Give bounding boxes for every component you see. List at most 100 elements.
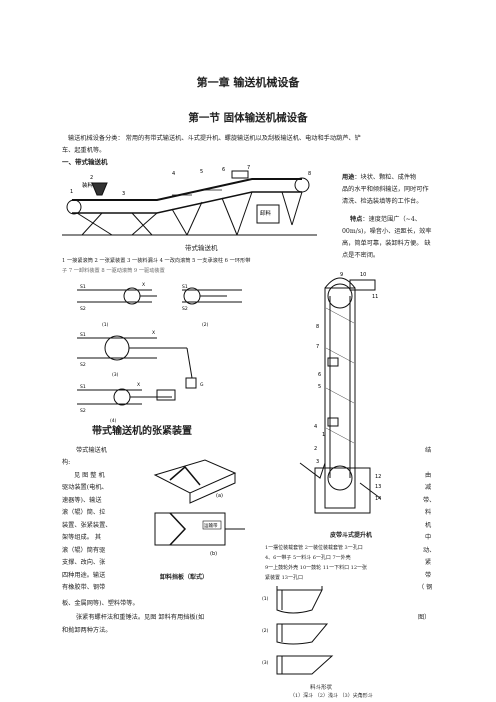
tension-label-3: (3) [112, 372, 119, 378]
scraper-label-belt: 运输带 [204, 522, 218, 529]
usage-line-3: 清洗、检选装填等的工作台。 [342, 198, 423, 205]
features-line-4: 点是不密闭。 [342, 252, 380, 259]
elevator-num-12: 12 [375, 474, 381, 480]
belt-num-1: 1 [70, 189, 73, 195]
structure-last-line: 和抛卸两种方法。 [62, 627, 112, 634]
belt-figure-caption: 带式输送机 [185, 244, 218, 252]
tension-label-s2-d: S2 [80, 408, 86, 414]
elevator-num-3: 3 [316, 459, 319, 465]
tension-device-figure: S1 S2 S1 S2 S1 S2 S1 S2 X X X G (1) (2) … [77, 282, 242, 424]
structure-right-7: 中 [425, 534, 432, 541]
scraper-label-b: (b) [210, 551, 217, 557]
subsection-heading: 一、带式输送机 [62, 158, 108, 166]
structure-line-4: 驱动装置(电机、 [62, 484, 108, 491]
usage-line-1: ：块状、颗粒、成件物 [354, 174, 417, 181]
structure-right-5: 料 [425, 509, 432, 516]
belt-legend-1: 1 一接紧滚筒 2 一张紧装置 3 一装料漏斗 4 一改向滚筒 5 一支承滚柱 … [62, 258, 251, 264]
features-line-1: ：速度范围广（~4、 [362, 216, 421, 223]
belt-label-load: 装料 [82, 181, 94, 189]
belt-label-unload: 卸料 [260, 209, 272, 217]
usage-line-2: 品的水平和倾斜输送，同时可作 [342, 186, 429, 193]
elevator-legend-2: 4、6一带子 5一料斗 6一孔口 7一外壳 [265, 555, 351, 561]
elevator-num-14: 14 [375, 496, 381, 502]
elevator-num-13: 13 [375, 484, 381, 490]
structure-line-9: 滚（辊）筒有驱 [62, 547, 106, 554]
structure-line-1: 带式输送机 [76, 447, 107, 454]
belt-num-7: 7 [247, 165, 250, 171]
elevator-num-9: 9 [340, 272, 343, 278]
elevator-num-7: 7 [316, 344, 319, 350]
elevator-num-10: 10 [360, 272, 366, 278]
structure-right-3: 减 [425, 484, 432, 491]
tension-label-s1-d: S1 [80, 384, 86, 390]
structure-right-1: 结 [425, 447, 432, 454]
structure-line-8: 架等组成。 其 [62, 534, 102, 541]
usage-text: 用途：块状、颗粒、成件物 [342, 172, 416, 183]
structure-line-10: 支撑、改向、张 [62, 559, 106, 566]
scraper-figure-caption: 卸料挡板（犁式） [160, 574, 209, 581]
structure-right-6: 机 [425, 522, 432, 529]
chapter-title: 第一章 输送机械设备 [196, 76, 300, 89]
tension-label-s2-a: S2 [80, 306, 86, 312]
structure-line-11: 四种用途。输送 [62, 572, 106, 579]
tension-label-s1-a: S1 [80, 284, 86, 290]
belt-num-5: 5 [200, 169, 203, 175]
structure-line-6: 滚（辊）筒、拉 [62, 509, 106, 516]
tension-label-s1-c: S1 [80, 332, 86, 338]
bucket-figure-caption: 料斗形状 [310, 685, 333, 691]
scraper-figure: 运输带 (a) (b) [153, 459, 245, 557]
bucket-figure-sub: （1）深斗 （2）浅斗 （3）尖角形斗 [290, 693, 373, 699]
bucket-elevator-figure: 1 2 3 4 5 6 7 8 9 10 11 12 13 14 [299, 272, 381, 514]
elevator-num-1: 1 [322, 432, 325, 438]
tension-label-s2-b: S2 [182, 306, 188, 312]
structure-right-9: 紧 [425, 559, 432, 566]
structure-right-2: 由 [425, 472, 432, 479]
bucket-label-1: (1) [262, 596, 269, 602]
tension-label-s2-c: S2 [80, 362, 86, 368]
scraper-label-a: (a) [216, 493, 223, 499]
elevator-legend-4: 紧装置 13一孔口 [265, 575, 303, 581]
section-title: 第一节 固体输送机械设备 [188, 112, 308, 124]
tension-label-s1-b: S1 [182, 284, 188, 290]
belt-num-6: 6 [222, 167, 225, 173]
elevator-num-4: 4 [314, 424, 317, 430]
features-line-3: 高，简单可靠，装卸料方便。 缺 [342, 240, 431, 247]
structure-tension-line: 张紧有螺杆法和重锤法。见图 卸料有用挡板(如 [76, 614, 205, 621]
intro-line-2: 车、起重机等。 [62, 147, 106, 154]
bucket-shapes-figure: (1) (2) (3) [262, 586, 334, 675]
elevator-num-5: 5 [318, 384, 321, 390]
belt-num-3: 3 [122, 191, 125, 197]
elevator-figure-caption: 皮带斗式提升机 [330, 532, 373, 539]
tension-label-x-b: X [152, 330, 155, 336]
tension-label-1: (1) [102, 322, 109, 328]
structure-line-2: 构: [62, 459, 71, 466]
tension-label-g: G [200, 382, 204, 388]
structure-right-4: 带、 [423, 497, 436, 504]
belt-num-8: 8 [308, 171, 311, 177]
bucket-label-3: (3) [262, 660, 269, 666]
tension-label-2: (2) [202, 322, 209, 328]
belt-num-2: 2 [90, 175, 93, 181]
belt-legend-2: 子 7 一卸料装置 8 一驱动滚筒 9 一驱动装置 [62, 268, 165, 274]
intro-line-1: 输送机械设备分类： 常用的有带式输送机、斗式提升机、螺旋输送机以及刮板输送机、电… [68, 135, 361, 142]
features-line-2: 00m/s)，噪音小、运距长，效率 [342, 228, 432, 235]
tension-figure-title: 带式输送机的张紧装置 [92, 426, 192, 437]
belt-conveyor-figure: 装料 卸料 1 2 3 4 5 6 7 8 [62, 165, 317, 236]
tension-label-4: (4) [110, 418, 117, 424]
structure-tension-right: 图） [418, 614, 431, 621]
elevator-legend-3: 9一上鼓轮外壳 10一鼓轮 11一下料口 12一张 [265, 565, 368, 571]
structure-right-10: 带 [425, 572, 432, 579]
structure-right-8: 动、 [423, 547, 436, 554]
features-label: 特点 [350, 216, 363, 223]
usage-label: 用途 [342, 174, 355, 181]
tension-label-x-c: X [137, 382, 140, 388]
bucket-label-2: (2) [262, 628, 269, 634]
features-text: 特点：速度范围广（~4、 [350, 214, 421, 225]
structure-line-5: 速器等)、输送 [62, 497, 102, 504]
structure-line-7: 装置、张紧装置、 [62, 522, 112, 529]
elevator-num-11: 11 [372, 294, 378, 300]
elevator-legend-1: 1一摆位装载套管 2一装位装载套管 3一孔口 [265, 545, 363, 551]
structure-line-13: 板、金属网等)、塑料带等。 [62, 600, 139, 607]
elevator-num-8: 8 [316, 324, 319, 330]
structure-right-11: （ 钢 [418, 584, 433, 591]
